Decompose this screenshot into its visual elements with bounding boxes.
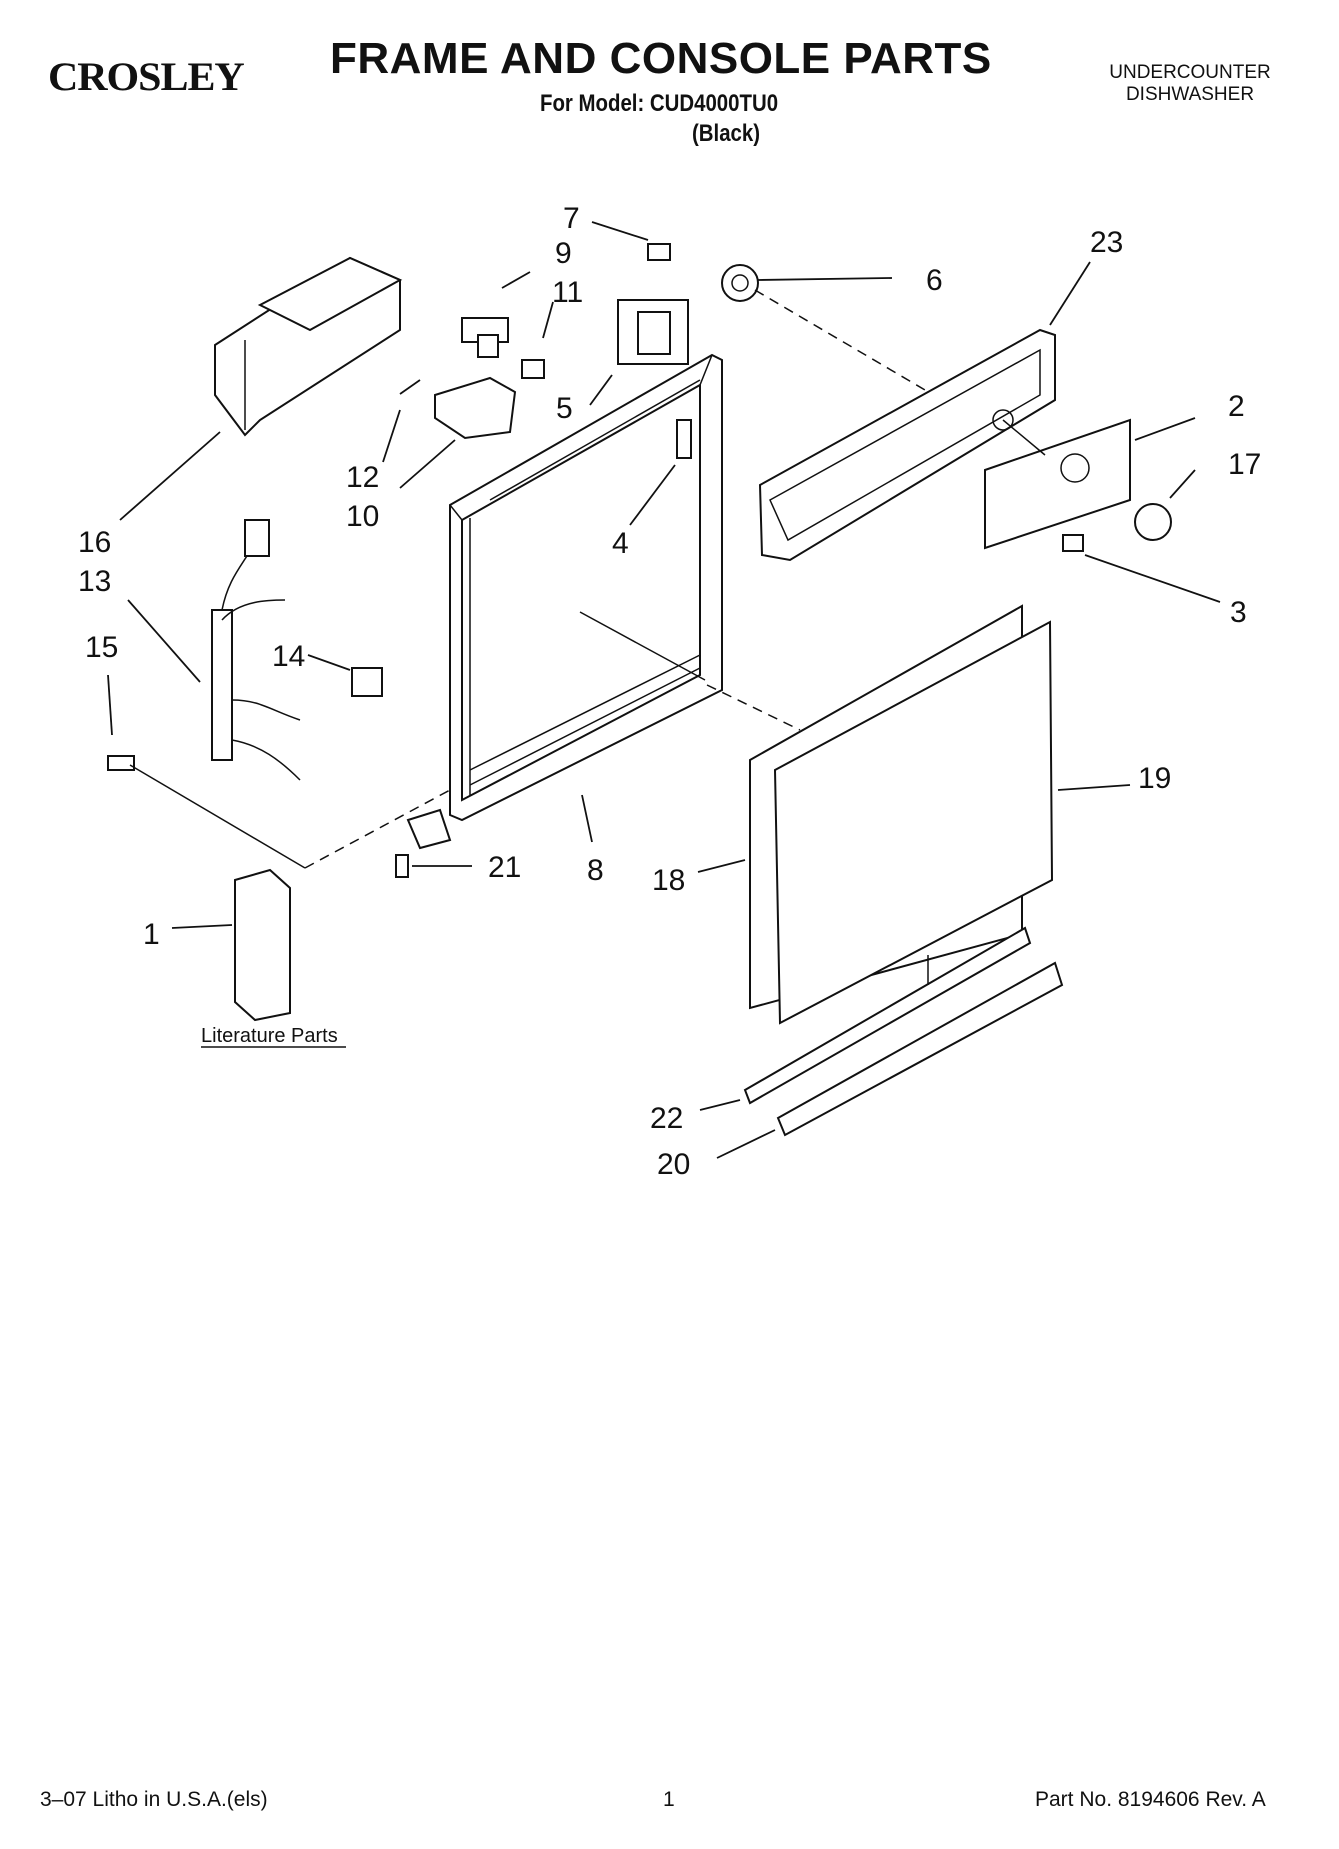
page-title: FRAME AND CONSOLE PARTS [330, 34, 992, 83]
callout-number: 11 [552, 276, 583, 309]
part-14-component [351, 667, 383, 697]
callout-number: 7 [563, 202, 580, 235]
console-panel [758, 328, 1056, 562]
part-16-cover [214, 256, 403, 437]
callout-number: 4 [612, 527, 629, 560]
callout-number: 8 [587, 854, 604, 887]
appliance-type-line1: UNDERCOUNTER [1109, 62, 1271, 83]
litho-note: 3–07 Litho in U.S.A.(els) [40, 1788, 268, 1811]
callout-number: 5 [556, 392, 573, 425]
callout-number: 2 [1228, 390, 1245, 423]
part-15-screw [107, 755, 135, 771]
door-switch-assembly [399, 317, 545, 440]
part-21-clip [395, 854, 409, 878]
callout-number: 10 [346, 500, 379, 533]
latch-assembly [617, 243, 759, 365]
callout-number: 16 [78, 526, 111, 559]
literature-booklet [234, 868, 291, 1022]
part-3-switch [1062, 534, 1084, 552]
literature-parts-label: Literature Parts [201, 1025, 338, 1047]
callout-number: 18 [652, 864, 685, 897]
callout-number: 3 [1230, 596, 1247, 629]
leader-lines [107, 221, 1221, 1159]
callout-number: 20 [657, 1148, 690, 1181]
page-number: 1 [663, 1788, 675, 1811]
callout-number: 21 [488, 851, 521, 884]
appliance-type: UNDERCOUNTER DISHWASHER [1090, 62, 1290, 106]
part-20-trim [776, 961, 1064, 1137]
alignment-line [706, 684, 801, 731]
callout-number: 12 [346, 461, 379, 494]
callout-number: 14 [272, 640, 305, 673]
wire-harness [211, 519, 301, 781]
callout-number: 13 [78, 565, 111, 598]
alignment-line [304, 789, 451, 869]
callout-number: 9 [555, 237, 572, 270]
color-variant: (Black) [692, 120, 761, 147]
callout-number: 17 [1228, 448, 1261, 481]
callout-number: 1 [143, 918, 160, 951]
part-4-bracket [676, 419, 692, 459]
callout-number: 15 [85, 631, 118, 664]
callout-number: 6 [926, 264, 943, 297]
callout-number: 22 [650, 1102, 683, 1135]
frame-part [406, 353, 723, 850]
part-17-knob [1134, 503, 1172, 541]
part-22-trim [743, 926, 1032, 1105]
part-number: Part No. 8194606 Rev. A [1035, 1788, 1266, 1811]
part-19-panel [773, 620, 1054, 1025]
callout-number: 23 [1090, 226, 1123, 259]
callout-number: 19 [1138, 762, 1171, 795]
brand-logo-text: CROSLEY [48, 54, 245, 99]
appliance-type-line2: DISHWASHER [1125, 84, 1255, 105]
model-line: For Model: CUD4000TU0 [540, 90, 779, 117]
part-2-overlay [984, 418, 1131, 550]
alignment-line [754, 289, 926, 391]
brand-logo: CROSLEY [48, 56, 266, 98]
